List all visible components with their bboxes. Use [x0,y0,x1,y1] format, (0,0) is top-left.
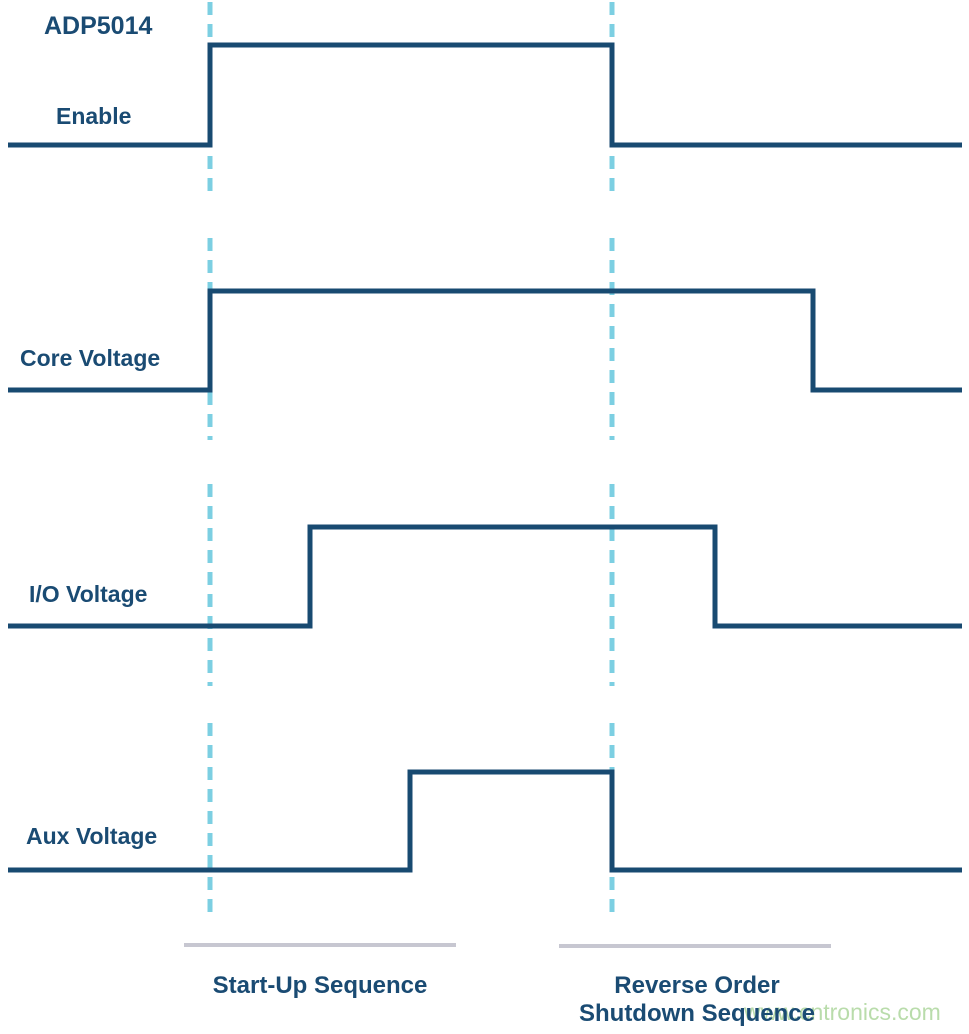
waveform-enable [8,42,962,148]
signal-label-io-voltage: I/O Voltage [29,581,148,607]
chip-title: ADP5014 [44,12,153,40]
signal-label-enable: Enable [56,103,132,129]
waveform-core-voltage [8,288,962,393]
signal-label-core-voltage: Core Voltage [20,345,161,371]
startup-sequence-label: Start-Up Sequence [212,972,428,999]
signal-label-aux-voltage: Aux Voltage [26,823,158,849]
watermark: www.cntronics.com [744,999,941,1025]
shutdown-label-line1: Reverse Order [614,972,780,999]
shutdown-label-line2: Shutdown Sequence [578,1000,815,1027]
waveform-aux-voltage [8,769,962,873]
waveform-io-voltage [8,524,962,629]
shutdown-sequence-label: Reverse Order Shutdown Sequence [537,972,857,1028]
